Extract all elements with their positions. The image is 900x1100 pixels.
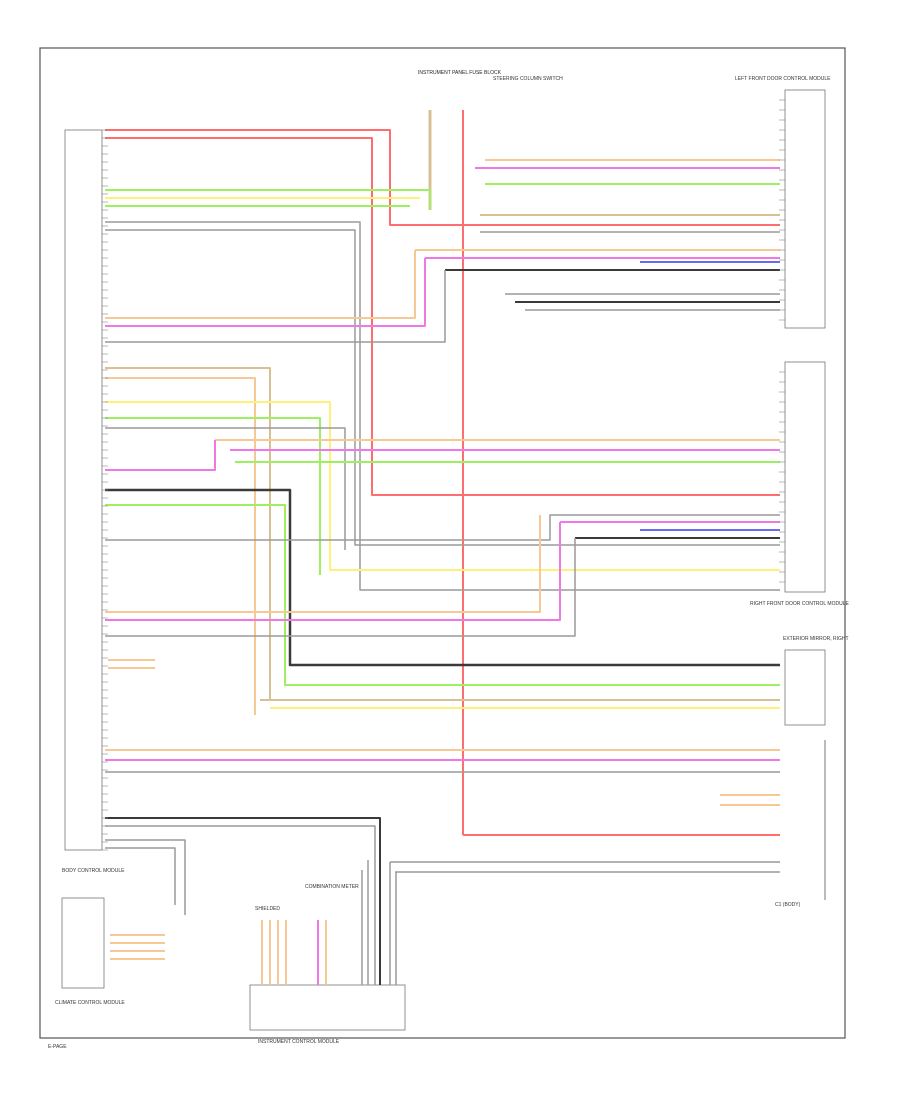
right-lower-label: EXTERIOR MIRROR, RIGHT (783, 636, 849, 642)
wire-group (102, 99, 785, 985)
wire-orange-23 (105, 377, 256, 715)
wire-orange-19 (105, 250, 416, 319)
wire-gray-33 (105, 514, 780, 541)
wire-pink-30 (105, 440, 216, 471)
wire-green-25 (105, 417, 321, 575)
top-center-sublabel: STEERING COLUMN SWITCH (493, 76, 563, 82)
wire-pink-20 (105, 258, 426, 327)
bottom-left-label: CLIMATE CONTROL MODULE (55, 1000, 125, 1006)
top-right-module (784, 89, 826, 329)
bottom-left-module (61, 897, 105, 989)
wire-dark-31 (105, 488, 780, 667)
wire-gray-6 (105, 229, 780, 546)
top-right-label: LEFT FRONT DOOR CONTROL MODULE (735, 76, 831, 82)
wire-gray-53 (105, 825, 376, 985)
wire-orange-37 (105, 515, 541, 613)
wire-gray-39 (105, 538, 576, 637)
left-module-label: BODY CONTROL MODULE (62, 868, 125, 874)
wire-red-1 (105, 137, 780, 496)
wire-gray-55 (105, 847, 176, 905)
wire-tan-22 (105, 367, 271, 700)
left-control-module (64, 129, 103, 851)
top-center-label: INSTRUMENT PANEL FUSE BLOCK (418, 70, 502, 76)
sub-center-label-1: SHIELDED (255, 906, 280, 912)
wire-green-2 (105, 189, 431, 210)
wire-green-32 (105, 504, 780, 686)
sub-center-label-2: COMBINATION METER (305, 884, 359, 890)
wire-gray-54 (105, 839, 186, 915)
diagram-frame (39, 47, 846, 1039)
wire-pink-38 (105, 522, 561, 621)
wire-red-0 (105, 129, 780, 226)
right-lower-module (784, 649, 826, 726)
wire-gray-5 (105, 221, 780, 591)
bottom-center-label: INSTRUMENT CONTROL MODULE (258, 1039, 340, 1045)
wire-gray-26 (105, 427, 346, 550)
right-mid-module (784, 361, 826, 593)
footer-label: E-PAGE (48, 1044, 67, 1050)
wire-dark-52 (105, 817, 381, 985)
wire-yellow-24 (105, 401, 780, 571)
bottom-right-label: C1 (BODY) (775, 902, 801, 908)
right-mid-label: RIGHT FRONT DOOR CONTROL MODULE (750, 601, 849, 607)
wire-gray-21 (105, 270, 446, 343)
bottom-center-module (249, 984, 406, 1031)
